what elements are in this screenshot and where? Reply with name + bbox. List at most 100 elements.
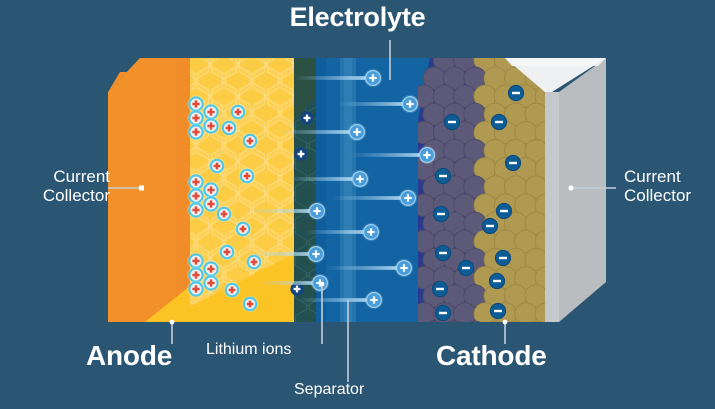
lithium-ion-anode [220, 119, 238, 137]
leader-cc-left-dot [139, 185, 144, 191]
lithium-ion-electrolyte [279, 122, 367, 142]
cathode-anion [457, 259, 475, 277]
lithium-ion-electrolyte [295, 68, 383, 88]
lithium-ion-anode [245, 253, 263, 271]
lithium-ion-electrolyte [245, 201, 327, 221]
ion-plus-v [252, 258, 256, 266]
ion-minus [494, 309, 502, 313]
label-cathode: Cathode [436, 340, 547, 371]
ion-motion-trail [298, 298, 374, 302]
cathode-anion [431, 280, 449, 298]
label-cc-left-line2: Collector [42, 186, 110, 206]
collector-left [108, 58, 190, 322]
ion-plus-v [245, 172, 249, 180]
lithium-ion-anode [208, 157, 226, 175]
cathode-anion [434, 304, 452, 322]
ion-motion-trail [246, 252, 316, 256]
cathode-particle [524, 247, 545, 272]
label-current-collector-right: Current Collector [624, 167, 710, 205]
lithium-ion-embedded [300, 111, 314, 125]
ion-plus-v [209, 186, 213, 194]
cathode-anion [443, 113, 461, 131]
cathode-anion [481, 217, 499, 235]
ion-motion-trail [338, 102, 410, 106]
ion-plus-v [408, 100, 412, 108]
ion-plus-v [315, 207, 319, 215]
leader-lines [108, 40, 616, 382]
ion-plus-v [194, 100, 198, 108]
label-cc-right-line2: Collector [624, 186, 692, 206]
ion-motion-trail [258, 281, 320, 285]
ion-minus [493, 279, 501, 283]
ion-plus-v [241, 225, 245, 233]
lithium-ion-electrolyte [332, 188, 418, 208]
lithium-ion-electrolyte [338, 94, 420, 114]
collector-right-front-slab [545, 92, 559, 322]
ion-minus [462, 266, 470, 270]
lithium-ion-anode [238, 167, 256, 185]
cathode-anion [488, 272, 506, 290]
cathode-particle [524, 102, 545, 127]
ion-motion-trail [295, 76, 373, 80]
cathode-particle [422, 320, 446, 322]
ion-plus-v [194, 285, 198, 293]
cathode-particle [534, 302, 545, 322]
cell-bottom-wedge-inner [108, 286, 190, 322]
ion-plus-v [371, 74, 375, 82]
anode-green-top-bevel [294, 58, 316, 120]
ion-plus-v [227, 124, 231, 132]
ion-plus-v [369, 228, 373, 236]
ion-plus-v [209, 279, 213, 287]
ion-plus-v [314, 250, 318, 258]
lithium-ion-anode [202, 260, 220, 278]
ion-motion-trail [279, 130, 357, 134]
ion-plus-v [194, 178, 198, 186]
ion-plus-v [425, 151, 429, 159]
ion-minus [439, 311, 447, 315]
ion-plus-v [248, 137, 252, 145]
ion-plus-v [194, 206, 198, 214]
cathode-particle [483, 320, 507, 322]
ion-plus-v [209, 108, 213, 116]
lithium-ion-electrolyte [305, 222, 381, 242]
cathode-particle [534, 266, 545, 290]
ion-plus-v [358, 175, 362, 183]
ion-minus [448, 120, 456, 124]
lithium-ion-embedded [294, 147, 308, 161]
leader-lithium-dot [319, 281, 325, 287]
cathode-particle [534, 229, 545, 254]
cathode-anion [495, 202, 513, 220]
lithium-ion-anode [202, 181, 220, 199]
collector-left-front [108, 58, 190, 322]
lithium-ion-anode [187, 252, 205, 270]
lithium-ion-embedded [290, 282, 304, 296]
ion-plus-v [225, 248, 229, 256]
cathode-anion [489, 302, 507, 320]
ion-plus-v [372, 296, 376, 304]
lithium-ion-anode [202, 117, 220, 135]
label-lithium-ions: Lithium ions [206, 341, 292, 358]
lithium-ion-electrolyte [298, 290, 384, 310]
cathode-particle [504, 320, 528, 322]
collector-left-edge [176, 58, 190, 322]
cathode-anion [490, 113, 508, 131]
cathode-anion [434, 244, 452, 262]
ion-plus-v [209, 122, 213, 130]
label-anode: Anode [86, 340, 173, 371]
lithium-ion-anode [215, 205, 233, 223]
leader-cc-right-dot [568, 185, 574, 191]
ion-minus [495, 120, 503, 124]
label-current-collector-left: Current Collector [10, 167, 110, 205]
cathode-particle [524, 284, 545, 308]
lithium-ion-anode [187, 201, 205, 219]
ion-minus [439, 174, 447, 178]
label-separator: Separator [294, 381, 365, 398]
lithium-ion-anode [229, 103, 247, 121]
lithium-ion-anode [241, 295, 259, 313]
ion-plus-v [194, 271, 198, 279]
lithium-ion-anode [187, 123, 205, 141]
ion-motion-trail [286, 177, 360, 181]
ion-plus-v [222, 210, 226, 218]
